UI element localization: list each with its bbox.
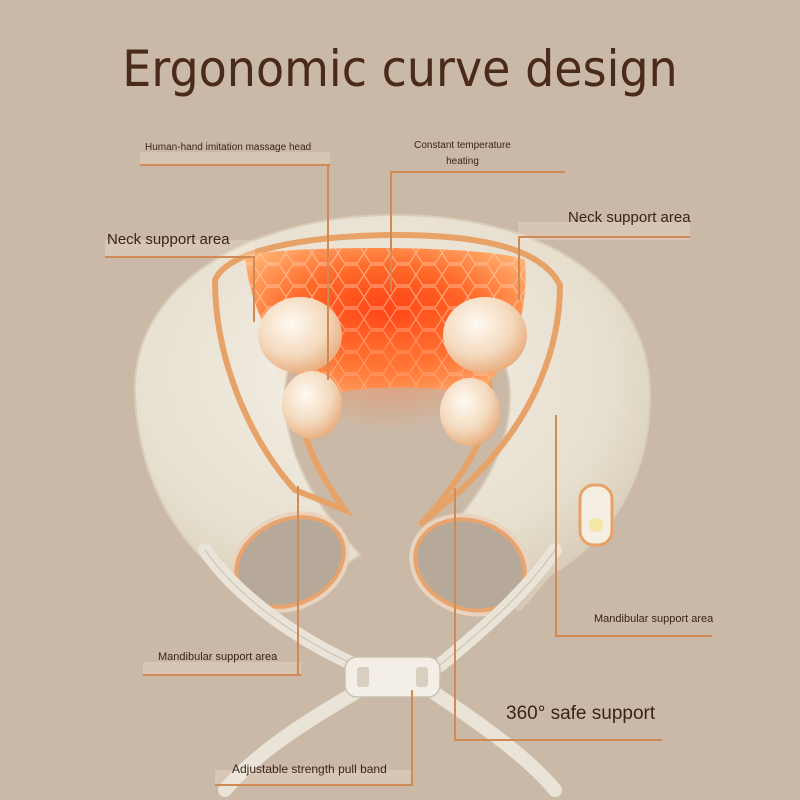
pull-band-label: Adjustable strength pull band bbox=[232, 762, 387, 776]
strap-buckle bbox=[344, 656, 441, 698]
mandibular-right-leader bbox=[555, 415, 557, 637]
temperature-leader bbox=[390, 171, 392, 291]
neck-support-right-label: Neck support area bbox=[568, 209, 691, 226]
power-button bbox=[578, 483, 614, 547]
neck-support-right-underline bbox=[518, 236, 690, 238]
neck-support-left-underline bbox=[105, 256, 255, 258]
temperature-underline bbox=[390, 171, 565, 173]
massage-head-underline bbox=[140, 164, 330, 166]
massage-ball-left-top bbox=[258, 297, 342, 373]
mandibular-right-underline bbox=[555, 635, 712, 637]
massage-ball-right-bottom bbox=[440, 378, 500, 446]
safe-support-leader bbox=[454, 488, 456, 741]
pull-band-leader bbox=[411, 690, 413, 786]
pull-band-underline bbox=[215, 784, 413, 786]
mandibular-left-leader bbox=[297, 486, 299, 676]
temperature-label-line1: Constant temperature bbox=[414, 140, 511, 151]
neck-support-left-label: Neck support area bbox=[107, 231, 230, 248]
mandibular-left-label: Mandibular support area bbox=[158, 651, 278, 663]
neck-support-right-leader bbox=[518, 236, 520, 300]
temperature-label-line2: heating bbox=[446, 156, 479, 167]
right-ear-pad bbox=[409, 513, 531, 617]
pull-band-edge bbox=[204, 549, 556, 666]
page-title: Ergonomic curve design bbox=[122, 40, 678, 98]
mandibular-right-label: Mandibular support area bbox=[594, 613, 714, 625]
massage-ball-right-top bbox=[443, 297, 527, 373]
neck-support-left-leader bbox=[253, 256, 255, 322]
massage-head-label: Human-hand imitation massage head bbox=[145, 142, 312, 153]
mandibular-left-underline bbox=[143, 674, 301, 676]
safe-support-label: 360° safe support bbox=[506, 703, 656, 724]
massage-head-leader bbox=[327, 164, 329, 380]
massage-ball-left-bottom bbox=[282, 371, 342, 439]
safe-support-underline bbox=[454, 739, 662, 741]
